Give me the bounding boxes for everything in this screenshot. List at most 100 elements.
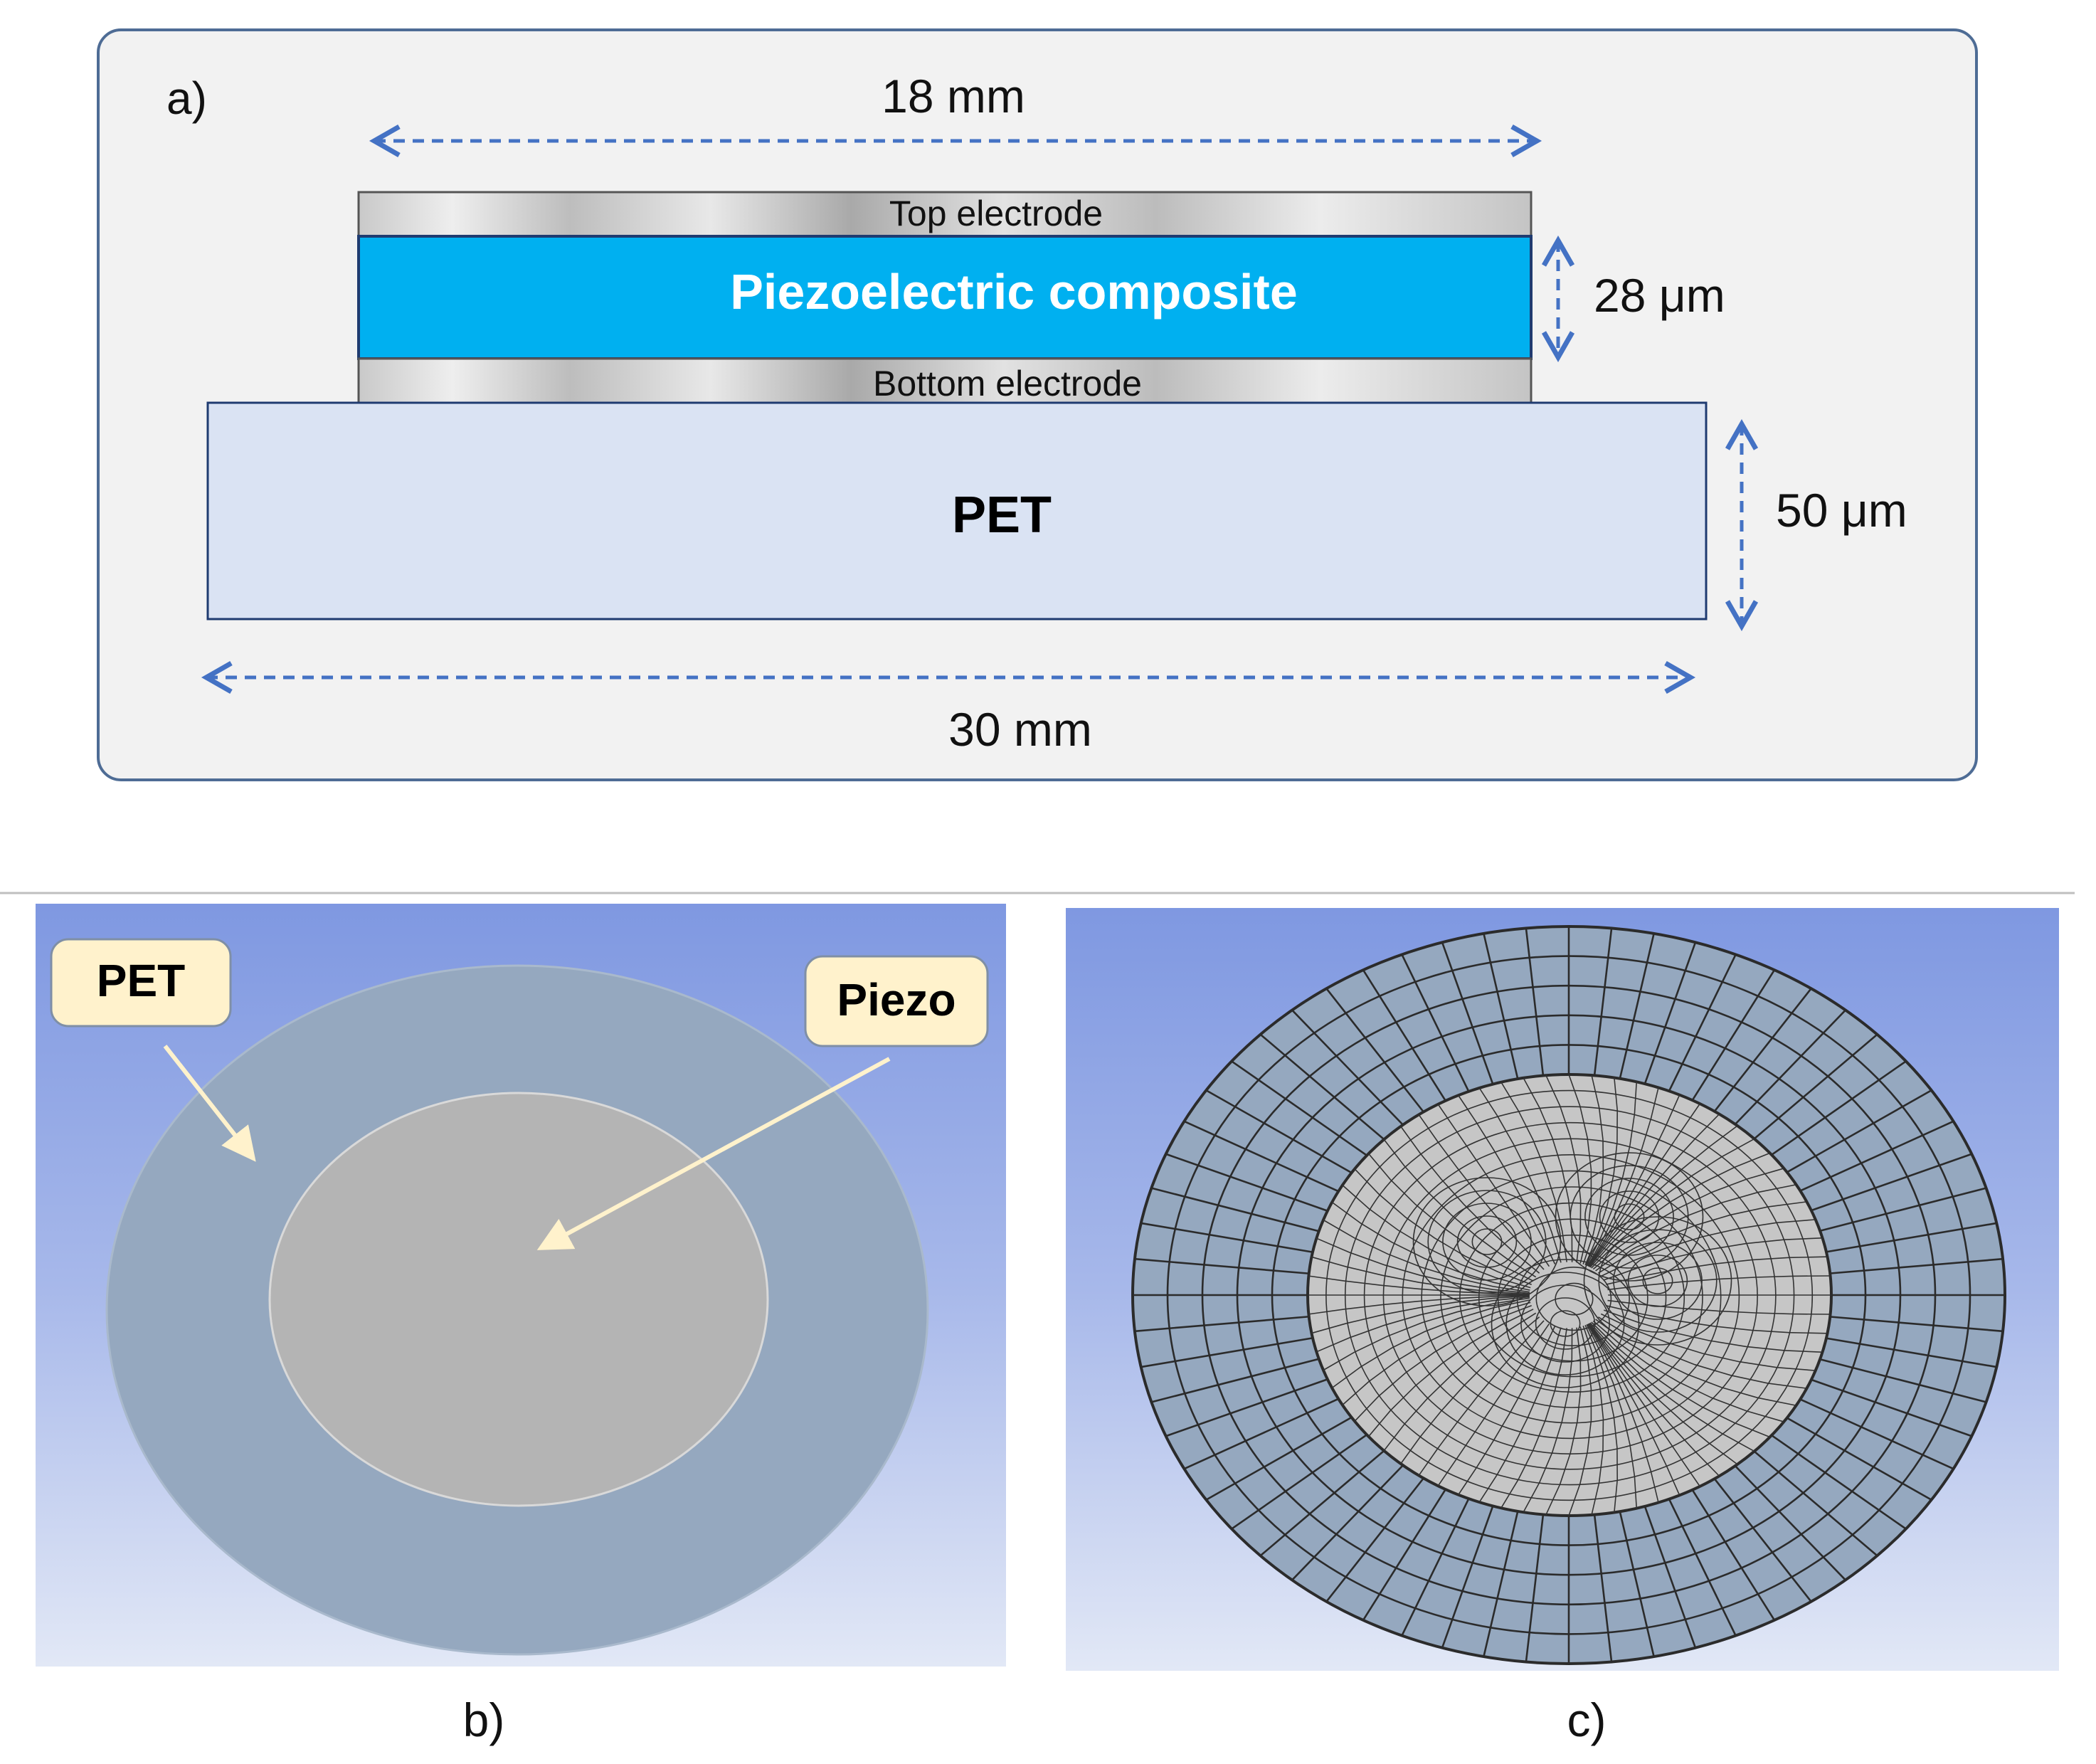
coarse-mesh-spoke-line <box>1362 969 1446 1102</box>
panel-c: c) <box>1066 908 2059 1746</box>
coarse-mesh-spoke-line <box>1140 1222 1313 1253</box>
fine-mesh-spoke-line <box>1582 1075 1604 1264</box>
coarse-mesh-spoke-line <box>1483 1511 1519 1657</box>
fine-mesh-spoke-line <box>1308 1294 1530 1315</box>
fine-mesh-spoke-line <box>1568 1074 1592 1264</box>
coarse-mesh-spoke-line <box>1231 1060 1367 1156</box>
coarse-mesh-spoke-line <box>1786 1089 1932 1173</box>
coarse-mesh-spoke-line <box>1819 1358 1986 1403</box>
coarse-mesh-spoke-line <box>1799 1398 1954 1470</box>
fine-mesh-spoke-line <box>1399 1316 1540 1464</box>
fine-mesh-spoke-line <box>1587 1104 1700 1267</box>
coarse-mesh-spoke-line <box>1593 1514 1613 1662</box>
fine-mesh-spoke-line <box>1399 1126 1540 1274</box>
pet-callout-box <box>50 938 232 1028</box>
fine-mesh-spoke-line <box>1606 1305 1827 1334</box>
coarse-mesh-spoke-line <box>1441 941 1494 1084</box>
fine-mesh-swirl-line <box>1471 1228 1503 1255</box>
piezo-thickness-label: 28 μm <box>1594 269 1725 322</box>
fine-mesh-swirl-line <box>1627 1255 1688 1307</box>
coarse-mesh-spoke-line <box>1205 1089 1352 1173</box>
fine-mesh-swirl-line <box>1442 1203 1532 1281</box>
coarse-mesh-spoke-line <box>1593 928 1613 1076</box>
coarse-mesh-spoke-line <box>1799 1120 1954 1193</box>
coarse-mesh-spoke-line <box>1713 988 1812 1113</box>
fine-mesh-spoke-line <box>1597 1316 1806 1389</box>
coarse-mesh-spoke-line <box>1483 933 1519 1079</box>
coarse-mesh-spoke-line <box>1325 988 1424 1113</box>
coarse-mesh-spoke-line <box>1734 1464 1846 1581</box>
piezo-callout-label: Piezo <box>837 974 956 1025</box>
fine-mesh-spoke-line <box>1592 1168 1784 1270</box>
coarse-mesh-spoke-line <box>1401 1498 1470 1637</box>
fine-mesh-ring-line <box>1421 1170 1722 1424</box>
coarse-mesh-spoke-line <box>1151 1358 1319 1403</box>
piezo-callout-box <box>804 955 989 1047</box>
top-electrode-label: Top electrode <box>889 194 1103 233</box>
fine-mesh-spoke-line <box>1607 1299 1830 1315</box>
fine-mesh-spoke-line <box>1586 1324 1637 1509</box>
fine-mesh-spoke-line <box>1354 1168 1532 1285</box>
fine-mesh-spoke-line <box>1367 1309 1534 1437</box>
coarse-mesh-spoke-line <box>1325 1477 1424 1602</box>
fine-mesh-spoke-line <box>1523 1077 1573 1262</box>
fine-mesh-spoke-line <box>1568 1326 1592 1516</box>
coarse-mesh-spoke-line <box>1525 1514 1545 1662</box>
fine-mesh-spoke-line <box>1545 1074 1582 1263</box>
fine-mesh-spoke-line <box>1587 1324 1659 1503</box>
coarse-mesh-spoke-line <box>1134 1257 1308 1274</box>
fine-mesh-spoke-line <box>1589 1139 1754 1268</box>
fine-mesh-spoke-line <box>1600 1313 1815 1371</box>
coarse-mesh-spoke-line <box>1825 1337 1997 1368</box>
fine-mesh-spoke-line <box>1331 1201 1530 1291</box>
fine-mesh-swirl-line <box>1570 1165 1689 1269</box>
coarse-mesh-spoke-line <box>1691 1489 1776 1621</box>
fine-mesh-swirl-line <box>1535 1297 1596 1350</box>
fine-mesh-spoke-line <box>1500 1328 1567 1509</box>
fine-mesh-spoke-line <box>1311 1295 1530 1334</box>
coarse-mesh-spoke-line <box>1753 1450 1878 1557</box>
fine-mesh-spoke-line <box>1606 1256 1827 1285</box>
coarse-mesh-spoke-line <box>1819 1187 1986 1232</box>
bottom-electrode-layer <box>357 357 1533 404</box>
fine-mesh-spoke-line <box>1316 1296 1530 1353</box>
panel-c-label: c) <box>1567 1694 1607 1746</box>
fine-mesh-spoke-line <box>1354 1305 1532 1422</box>
coarse-mesh-spoke-line <box>1205 1417 1352 1501</box>
bottom-electrode-label: Bottom electrode <box>873 364 1142 403</box>
coarse-mesh-spoke-line <box>1183 1398 1338 1470</box>
fine-mesh-spoke-line <box>1341 1301 1531 1406</box>
fine-mesh-spoke-line <box>1322 1297 1530 1371</box>
coarse-mesh-spoke-line <box>1291 1009 1404 1126</box>
fine-mesh-swirl-line <box>1598 1229 1717 1333</box>
fine-mesh-swirl-line <box>1555 1152 1704 1282</box>
fine-mesh-swirl-line <box>1613 1242 1703 1320</box>
fine-mesh-spoke-line <box>1588 1114 1720 1267</box>
coarse-mesh-spoke-line <box>1668 1498 1737 1637</box>
fine-mesh-spoke-line <box>1582 1326 1604 1515</box>
pet-callout-label: PET <box>97 955 185 1006</box>
fine-mesh-spoke-line <box>1587 1094 1680 1267</box>
fine-mesh-spoke-line <box>1457 1094 1556 1264</box>
top-electrode-layer <box>357 191 1533 238</box>
coarse-mesh-spoke-line <box>1151 1187 1319 1232</box>
pet-thickness-label: 50 μm <box>1776 484 1907 537</box>
fine-mesh-spoke-line <box>1311 1256 1530 1295</box>
coarse-mesh-spoke-line <box>1786 1417 1932 1501</box>
fine-mesh-swirl-line <box>1427 1190 1547 1294</box>
fine-mesh-spoke-line <box>1587 1324 1680 1496</box>
coarse-mesh-spoke-line <box>1525 928 1545 1076</box>
fine-mesh-ring-line <box>1363 1121 1777 1470</box>
fine-mesh-spoke-line <box>1589 1323 1737 1465</box>
coarse-mesh-spoke-line <box>1259 1450 1385 1557</box>
coarse-mesh-spoke-line <box>1810 1153 1972 1212</box>
coarse-mesh-spoke-line <box>1165 1153 1328 1212</box>
coarse-mesh-spoke-line <box>1713 1477 1812 1602</box>
coarse-mesh-spoke-line <box>1441 1506 1494 1649</box>
fine-mesh-spoke-line <box>1586 1082 1637 1266</box>
fine-mesh-swirl-line <box>1520 1284 1610 1363</box>
panel-b: PET Piezo b) <box>36 904 1006 1746</box>
panel-a-label: a) <box>166 73 207 124</box>
fine-mesh-spoke-line <box>1589 1125 1737 1267</box>
